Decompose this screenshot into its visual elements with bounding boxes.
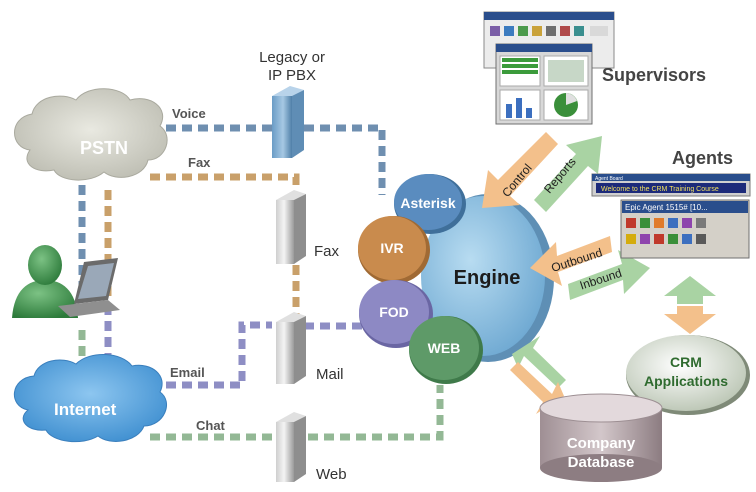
agent-board-title: Agent Board	[595, 176, 623, 182]
web-server: Web	[276, 412, 347, 483]
pstn-cloud: PSTN	[14, 88, 168, 181]
engine-cluster: Engine Asterisk IVR FOD WEB	[358, 174, 554, 384]
fod-label: FOD	[379, 304, 409, 320]
crm-label-line2: Applications	[644, 373, 728, 389]
company-database: Company Database	[539, 393, 663, 482]
person-with-laptop-icon	[12, 245, 120, 318]
supervisor-window-front	[495, 43, 593, 125]
ivr-label: IVR	[380, 240, 403, 256]
agents-label: Agents	[672, 148, 733, 168]
pbx-server: Legacy or IP PBX	[259, 49, 325, 158]
chat-label: Chat	[196, 418, 226, 433]
supervisor-screenshots: Supervisors	[483, 11, 706, 125]
web-bubble-label: WEB	[428, 340, 461, 356]
web-server-label: Web	[316, 466, 347, 483]
voice-label: Voice	[172, 106, 206, 121]
fax-line	[104, 173, 300, 318]
internet-label: Internet	[54, 400, 117, 419]
inbound-label: Inbound	[578, 266, 624, 293]
asterisk-bubble: Asterisk	[394, 174, 466, 234]
web-bubble: WEB	[409, 316, 483, 384]
fax-server-label: Fax	[314, 243, 340, 260]
pstn-label: PSTN	[80, 138, 128, 158]
db-label-line2: Database	[568, 454, 635, 471]
crm-applications: CRM Applications	[626, 335, 750, 415]
ivr-bubble: IVR	[358, 216, 430, 284]
fax-server: Fax	[276, 190, 340, 264]
engine-label: Engine	[454, 267, 521, 289]
pbx-label-line2: IP PBX	[268, 67, 316, 84]
agent-board-window: Agent Board Welcome to the CRM Training …	[591, 173, 751, 197]
internet-cloud: Internet	[13, 353, 167, 443]
crm-label-line1: CRM	[670, 354, 702, 370]
email-label: Email	[170, 365, 205, 380]
pbx-label-line1: Legacy or	[259, 49, 325, 66]
fax-channel-label: Fax	[188, 155, 211, 170]
mail-server: Mail	[276, 312, 344, 384]
crm-arrows	[664, 276, 716, 334]
supervisors-label: Supervisors	[602, 65, 706, 85]
asterisk-label: Asterisk	[400, 195, 455, 211]
email-line	[104, 305, 362, 389]
mail-server-label: Mail	[316, 366, 344, 383]
agent-board-ticker: Welcome to the CRM Training Course	[601, 186, 719, 193]
epic-agent-window: Epic Agent 1515# [10...	[620, 199, 750, 259]
agent-screenshots: Agents Agent Board Welcome to the CRM Tr…	[591, 148, 751, 259]
db-label-line1: Company	[567, 435, 636, 452]
epic-agent-title: Epic Agent 1515# [10...	[625, 203, 708, 212]
